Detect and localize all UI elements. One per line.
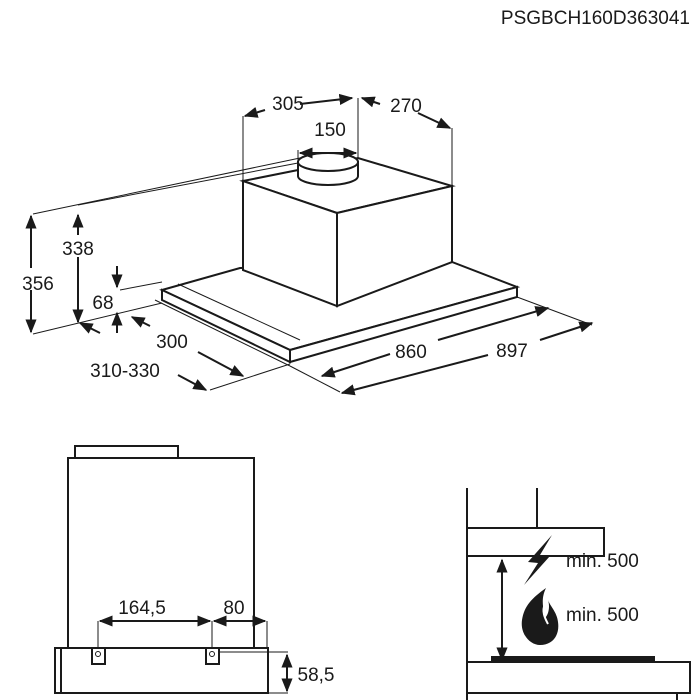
hob-burner: [491, 656, 655, 662]
side-view: 164,5 80 58,5: [54, 445, 335, 694]
canopy-lower-edge: [154, 299, 291, 367]
gas-clearance-label: min. 500: [566, 605, 639, 626]
dim-box-depth: 270: [390, 96, 422, 117]
wall-line-bottom: [32, 302, 163, 335]
dim-installed-depth: 310-330: [90, 361, 160, 382]
wall-line-top: [32, 157, 301, 215]
dim-hook-offset: 80: [223, 598, 244, 619]
model-code: PSGBCH160D363041: [501, 8, 690, 29]
canopy-ext-line: [119, 281, 163, 291]
dim-hook-spacing: 164,5: [118, 598, 166, 619]
ext-line-right: [516, 296, 593, 326]
box-profile: [67, 457, 255, 649]
dim-box-width: 305: [272, 94, 304, 115]
flame-icon: [521, 588, 559, 645]
duct-profile: [74, 445, 179, 459]
ext-line-front: [289, 365, 341, 393]
dim-duct-diameter: 150: [314, 120, 346, 141]
canopy-lip: [177, 283, 301, 341]
dim-total-width: 897: [496, 341, 528, 362]
dim-base-height: 58,5: [298, 665, 335, 686]
dim-box-height: 338: [62, 239, 94, 260]
dim-canopy-height: 68: [92, 293, 113, 314]
iso-view: 305 270 150 356 338 68 300 310-330 860 8…: [16, 93, 594, 396]
canopy-profile: [54, 647, 269, 694]
duct-top: [297, 152, 359, 172]
hob-profile: [466, 661, 691, 694]
electric-clearance-label: min. 500: [566, 551, 639, 572]
wall-line-inner: [77, 162, 299, 206]
box-front-face: [336, 184, 453, 308]
dim-total-height: 356: [22, 274, 54, 295]
ext-line-depth: [209, 363, 291, 391]
lightning-icon: [524, 535, 552, 585]
dim-canopy-width: 860: [395, 342, 427, 363]
clearance-view: min. 500 min. 500: [466, 488, 691, 700]
dim-canopy-depth: 300: [156, 332, 188, 353]
